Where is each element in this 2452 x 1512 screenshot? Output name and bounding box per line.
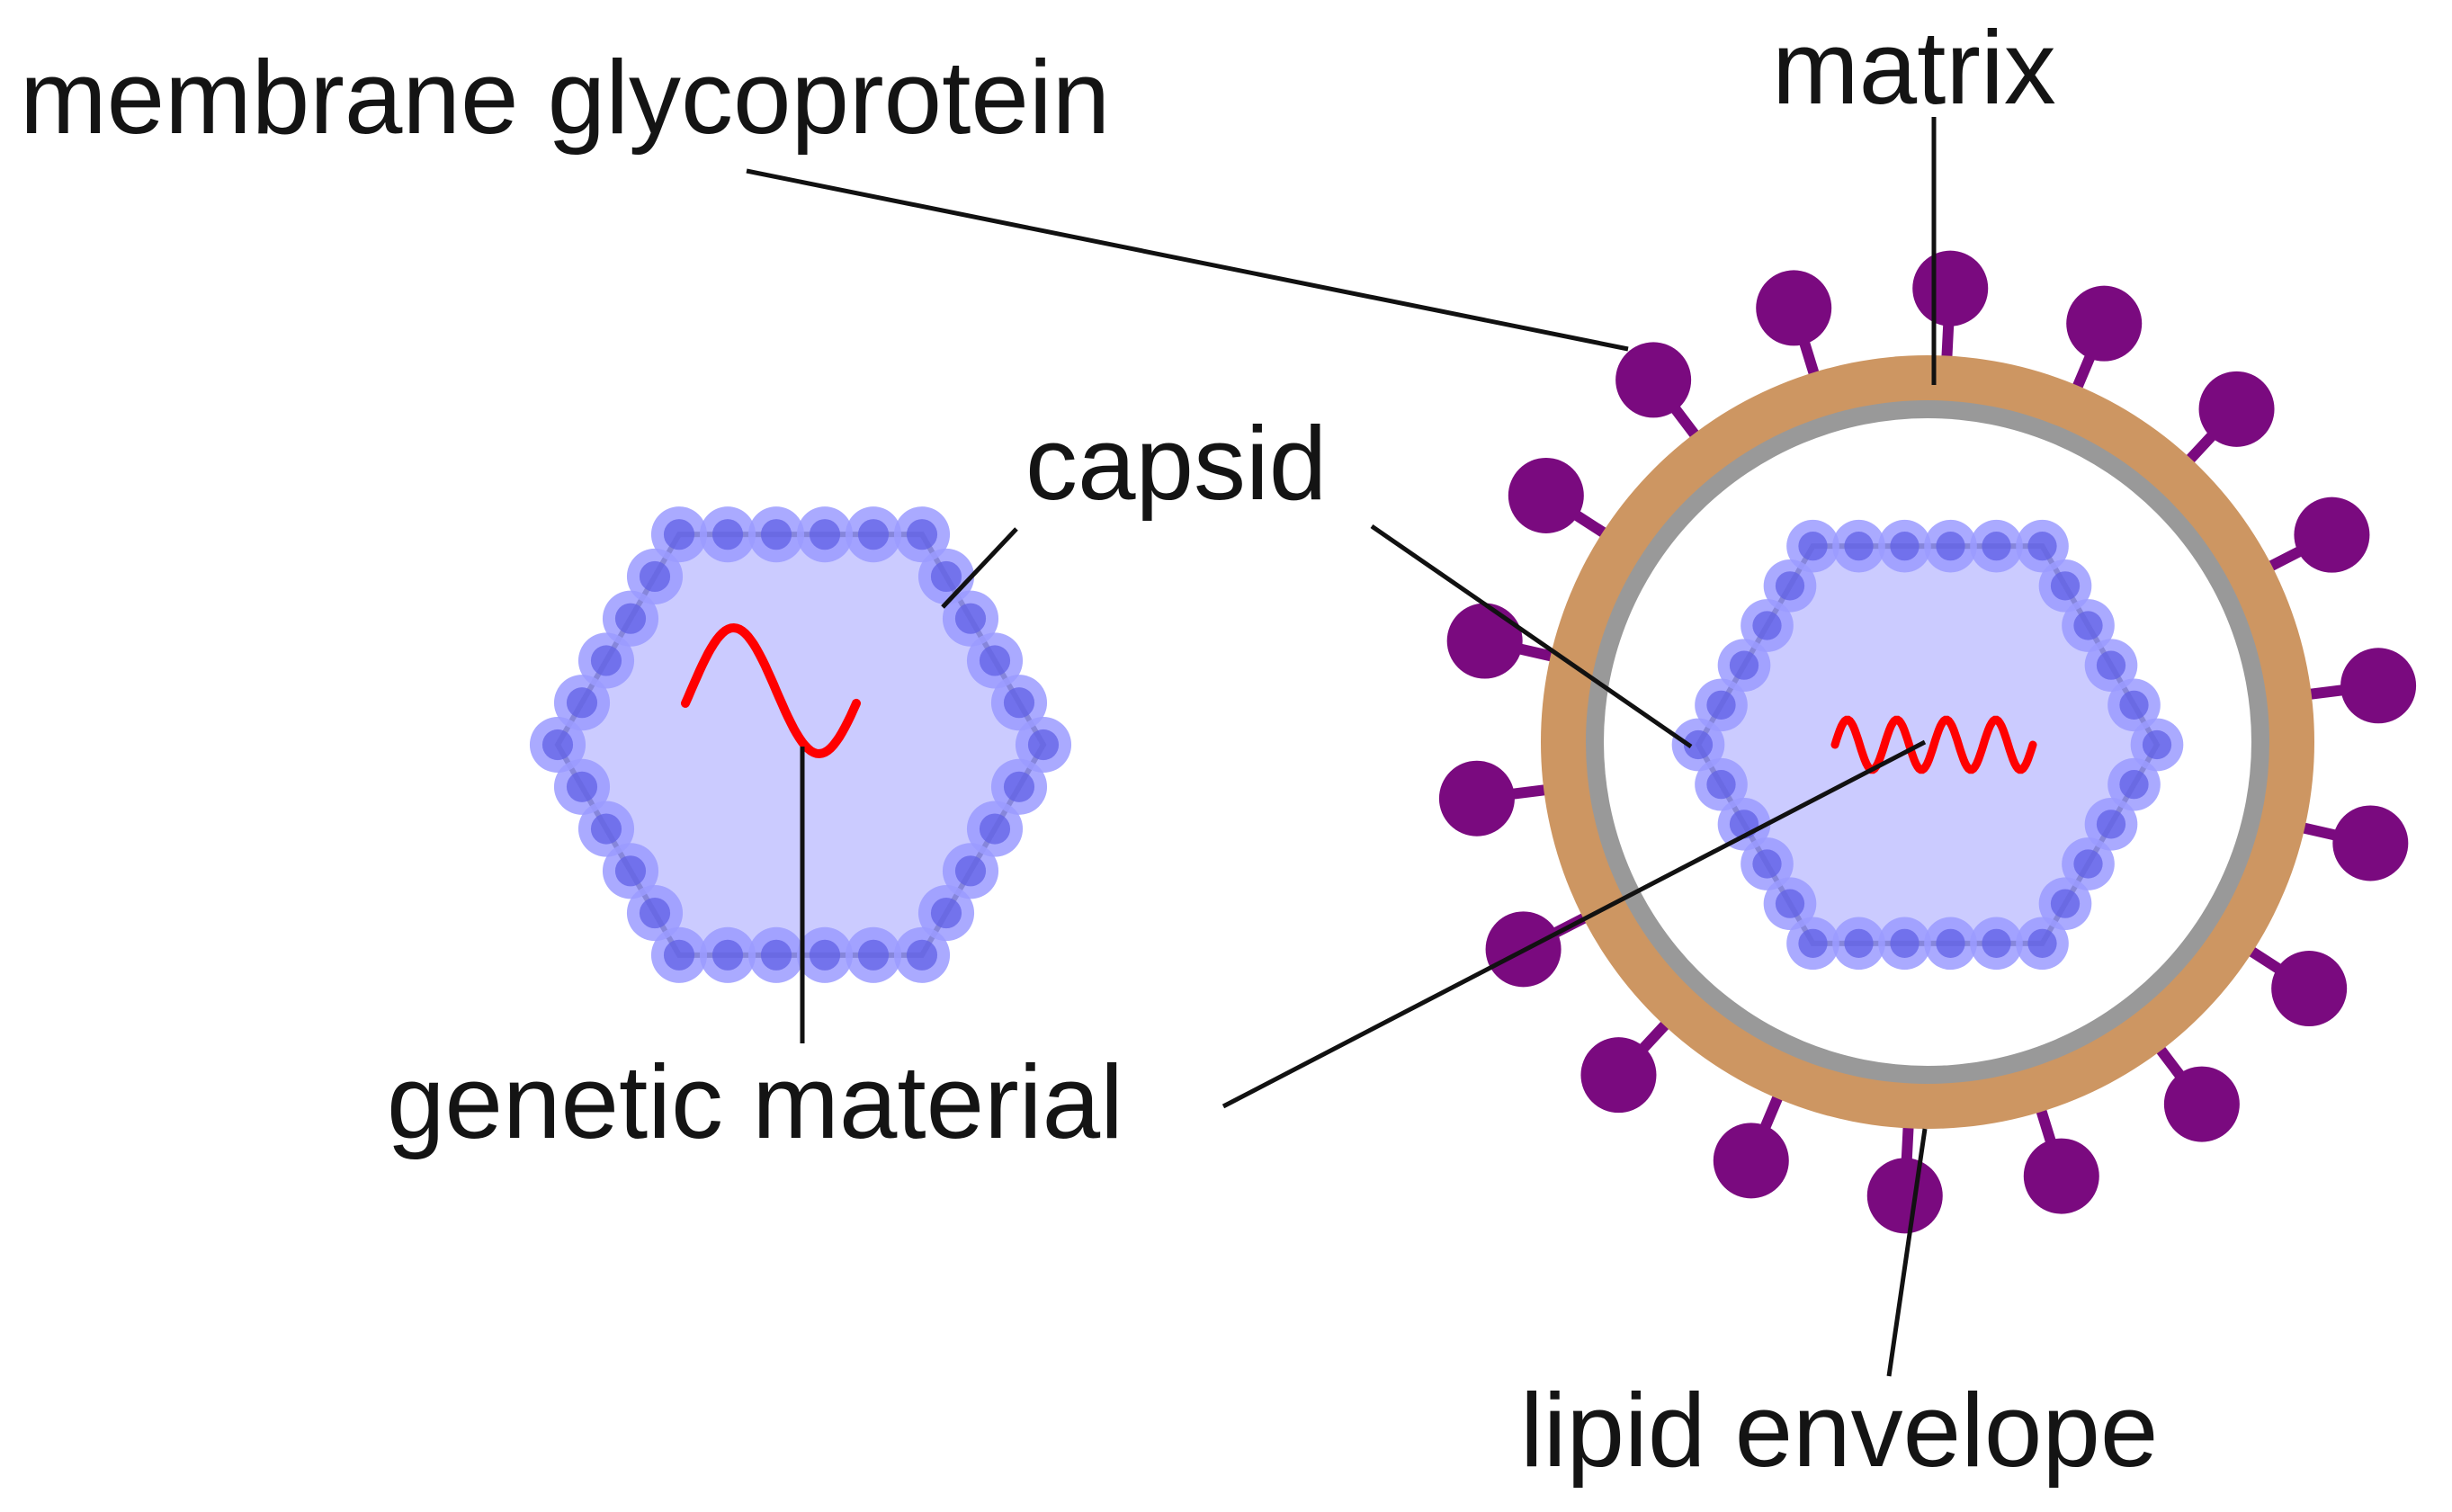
label-lipid-envelope: lipid envelope	[1520, 1372, 2158, 1489]
capsomere-core	[1982, 928, 2011, 958]
capsomere-core	[954, 855, 987, 887]
capsomere-core	[614, 855, 647, 887]
glycoprotein-head	[1508, 457, 1584, 533]
capsomere-core	[930, 560, 962, 593]
capsomere-core	[566, 687, 598, 719]
capsomere-core	[906, 939, 938, 971]
capsomere-core	[2050, 889, 2081, 918]
capsomere-core	[954, 603, 987, 634]
capsomere-core	[1798, 928, 1828, 958]
capsomere-core	[1003, 687, 1035, 719]
capsomere-core	[2050, 571, 2081, 601]
glycoprotein-head	[1446, 603, 1523, 679]
glycoprotein-head	[1866, 1158, 1943, 1234]
capsomere-core	[1982, 532, 2011, 561]
capsomere-core	[566, 771, 598, 802]
capsomere-core	[1683, 729, 1714, 760]
genetic-material-wave	[681, 622, 861, 759]
glycoprotein-head	[2271, 951, 2348, 1027]
glycoprotein-head	[2340, 648, 2417, 724]
capsomere-core	[979, 813, 1011, 845]
leader-genetic-material-right	[1222, 739, 1927, 1109]
capsomere-core	[1890, 532, 1920, 561]
labels: membrane glycoprotein matrix capsid gene…	[20, 9, 2158, 1489]
capsomere-core	[590, 813, 622, 845]
leader-capsid-right	[1370, 523, 1693, 749]
capsomere-core	[541, 729, 574, 761]
capsomere-core	[663, 939, 695, 971]
capsomere-core	[809, 519, 841, 550]
enveloped-virus	[1438, 250, 2417, 1234]
capsomere-core	[2096, 810, 2126, 839]
capsomere-core	[2073, 849, 2103, 879]
capsomere-core	[2119, 690, 2149, 720]
capsomere-core	[906, 519, 938, 550]
label-genetic-material: genetic material	[387, 1043, 1123, 1160]
capsomere-core	[663, 519, 695, 550]
capsomere-core	[2096, 650, 2126, 680]
label-membrane-glycoprotein: membrane glycoprotein	[20, 39, 1110, 156]
capsomere-core	[590, 645, 622, 676]
glycoprotein-head	[1713, 1123, 1789, 1199]
capsomere-core	[1775, 889, 1805, 918]
capsomere-core	[1798, 532, 1828, 561]
capsomere-core	[760, 939, 792, 971]
glycoprotein-head	[2198, 371, 2275, 447]
capsomere-core	[979, 645, 1011, 676]
label-capsid: capsid	[1025, 405, 1327, 522]
glycoprotein-head	[2023, 1138, 2099, 1214]
capsomere-core	[1729, 650, 1759, 680]
capsomere-core	[809, 939, 841, 971]
label-matrix: matrix	[1772, 9, 2056, 126]
leader-capsid-left	[941, 527, 1018, 609]
genetic-material-coiled	[1830, 715, 2037, 774]
glycoprotein-head	[1912, 250, 1989, 327]
capsomere-core	[1936, 532, 1965, 561]
capsomere-core	[857, 939, 890, 971]
capsomere-core	[1706, 770, 1736, 800]
capsomere-core	[1844, 928, 1874, 958]
capsomere-core	[2119, 770, 2149, 800]
capsomere-core	[2027, 928, 2057, 958]
glycoprotein-head	[1756, 270, 1832, 346]
capsomere-core	[711, 939, 744, 971]
glycoprotein-head	[2163, 1066, 2240, 1142]
capsomere-core	[2073, 611, 2103, 640]
membrane-glycoproteins	[1438, 250, 2417, 1234]
glycoprotein-head	[1438, 760, 1515, 837]
glycoprotein-head	[2332, 805, 2409, 881]
capsomere-core	[857, 519, 890, 550]
capsomere-core	[2142, 729, 2172, 760]
capsomere-core	[639, 560, 671, 593]
leader-lines	[746, 117, 1937, 1377]
capsomere-core	[1752, 611, 1782, 640]
capsomere-core	[1936, 928, 1965, 958]
glycoprotein-head	[1615, 342, 1692, 418]
capsomere-core	[1706, 690, 1736, 720]
naked-virus	[529, 506, 1072, 983]
glycoprotein-head	[1580, 1037, 1657, 1114]
leader-membrane-glycoprotein	[746, 168, 1629, 352]
inner-capsid	[1671, 519, 2184, 971]
capsomere-core	[1003, 771, 1035, 802]
capsomere-core	[1752, 849, 1782, 879]
capsomere-core	[930, 897, 962, 929]
capsomere-core	[1027, 729, 1060, 761]
capsomere-core	[2027, 532, 2057, 561]
capsomere-core	[760, 519, 792, 550]
capsomere-core	[1890, 928, 1920, 958]
capsomere-core	[1775, 571, 1805, 601]
capsomere-core	[1844, 532, 1874, 561]
glycoprotein-head	[2294, 497, 2370, 573]
glycoprotein-head	[2066, 285, 2143, 362]
capsomere-core	[614, 603, 647, 634]
leader-lipid-envelope	[1886, 1128, 1928, 1377]
capsomere-core	[639, 897, 671, 929]
capsomere-core	[711, 519, 744, 550]
